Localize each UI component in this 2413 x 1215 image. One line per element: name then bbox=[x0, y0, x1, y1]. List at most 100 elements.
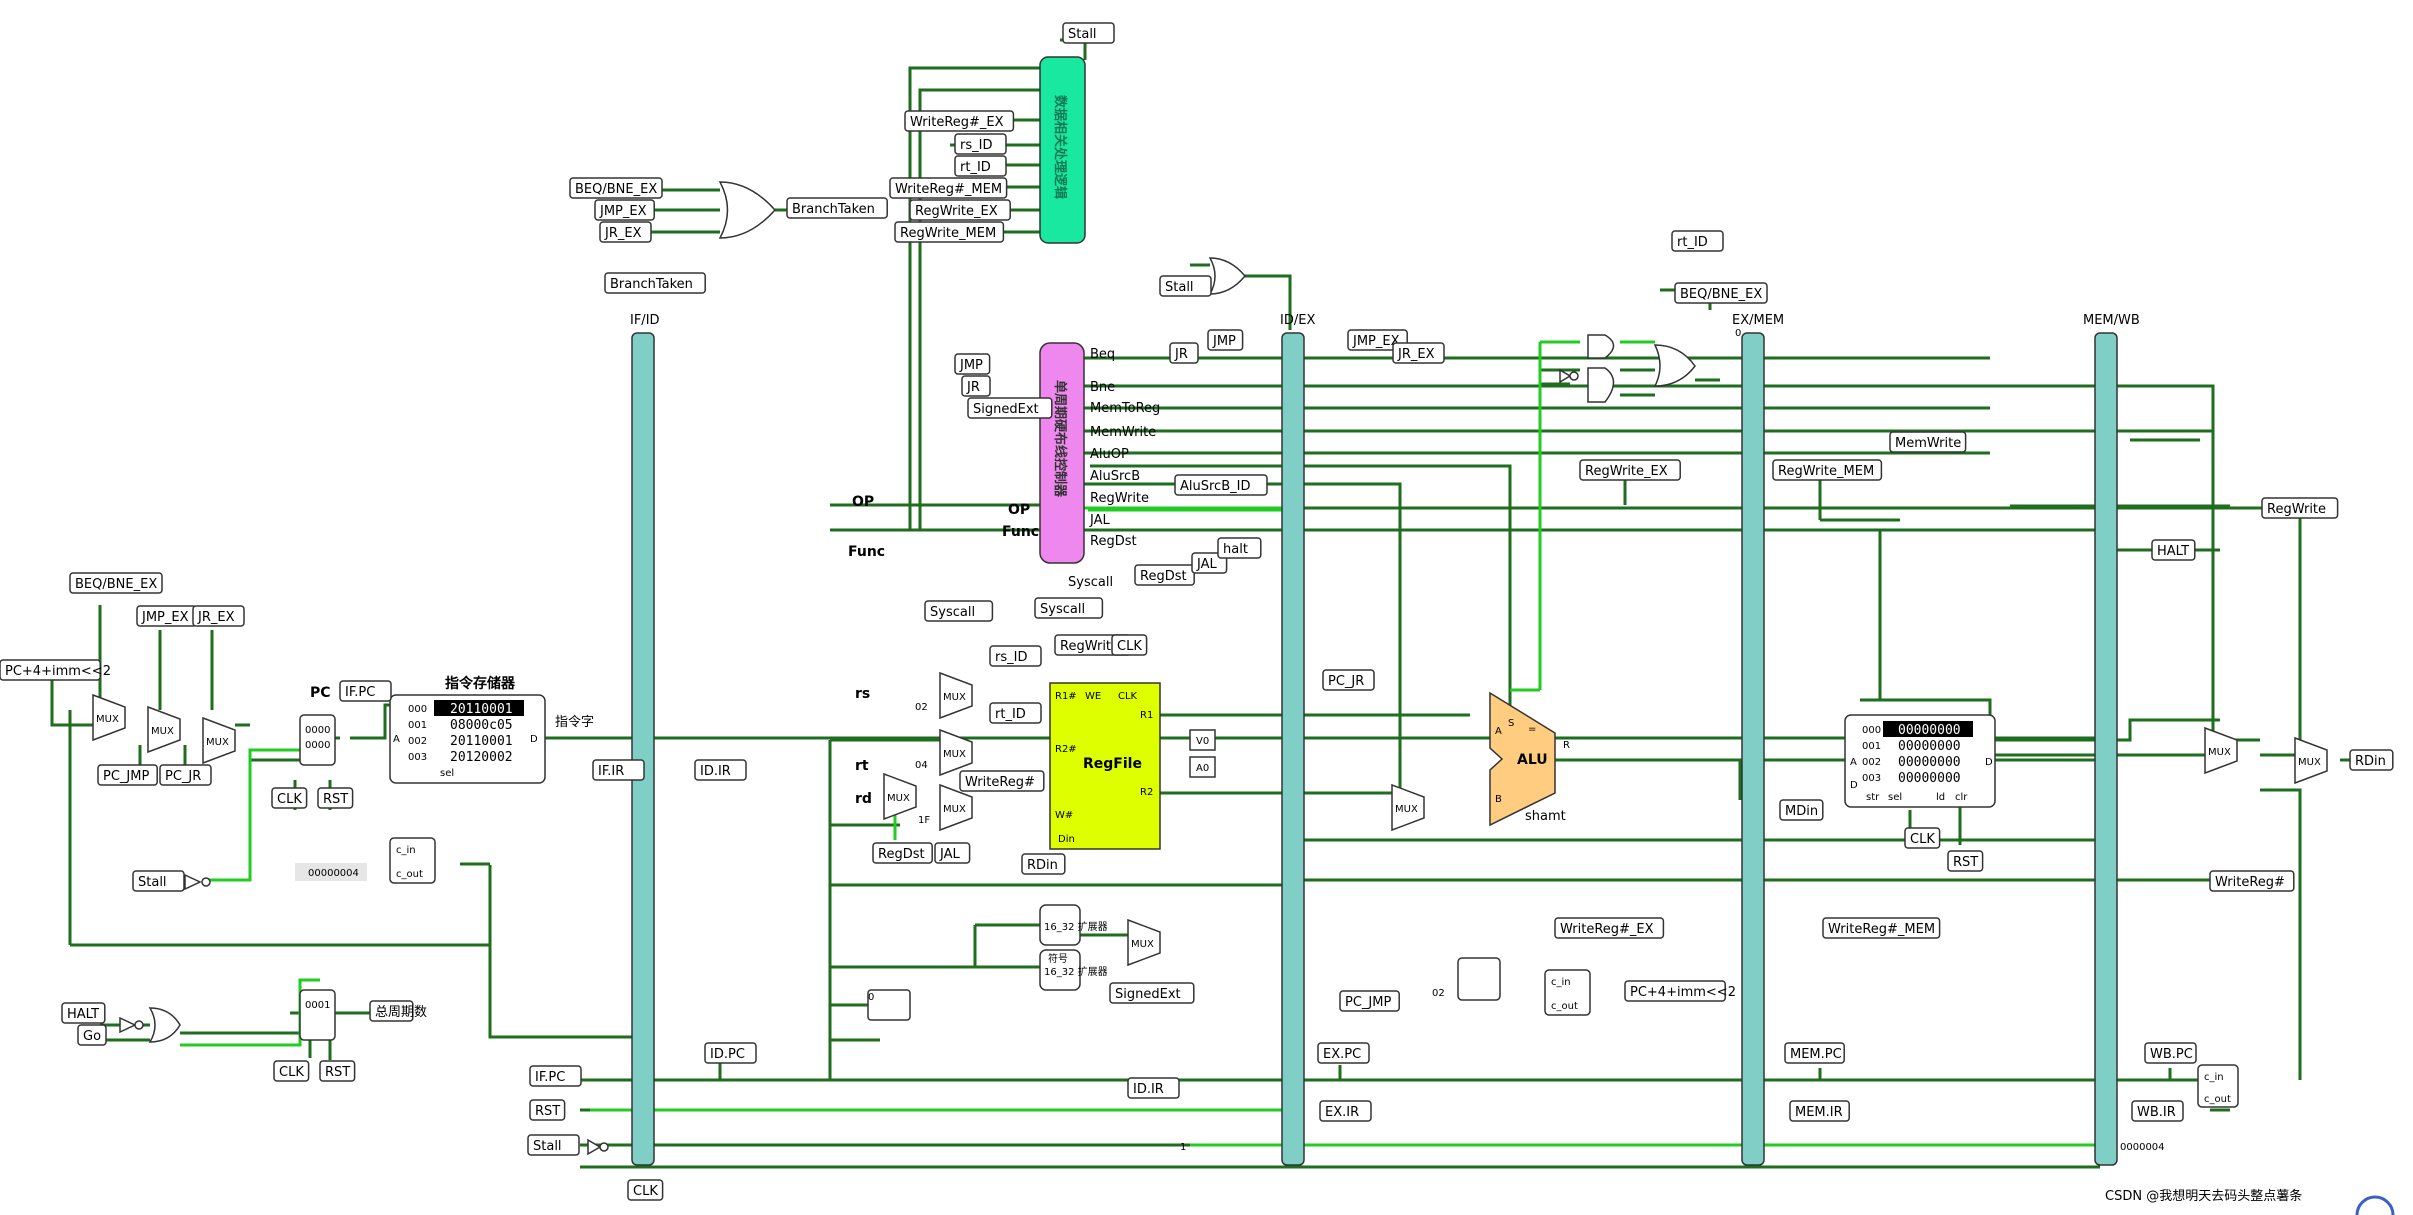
regfile-clk: CLK bbox=[1118, 691, 1138, 702]
tag-text-writereg: WriteReg# bbox=[965, 775, 1035, 790]
tag-id-pc: ID.PC bbox=[704, 1042, 757, 1064]
tag-clk-l: CLK bbox=[271, 787, 308, 809]
tag-jr-ex: JR_EX bbox=[599, 221, 652, 243]
tag-clk-m: CLK bbox=[1904, 827, 1941, 849]
data-memory: 000 001 002 003 00000000 00000000 000000… bbox=[1844, 714, 1996, 808]
tag-text-id-ir2: ID.IR bbox=[1133, 1082, 1164, 1097]
alu-r: R bbox=[1563, 740, 1570, 751]
tag-jmp2: JMP bbox=[1207, 329, 1244, 351]
mux-rs bbox=[939, 671, 973, 720]
tag-text-regwrite-out: RegWrite bbox=[2267, 502, 2326, 517]
tag-stall-b: Stall bbox=[527, 1134, 580, 1156]
tag-halt-small: halt bbox=[1217, 537, 1262, 559]
active-wires bbox=[180, 340, 2100, 1147]
tag-clk: CLK bbox=[1111, 634, 1148, 656]
ex-mem-register bbox=[1741, 332, 1765, 1166]
tag-text-rt-id: rt_ID bbox=[960, 160, 991, 175]
ctrl-out-beq: Beq bbox=[1090, 347, 1115, 362]
tag-syscall2: Syscall bbox=[1034, 597, 1104, 619]
tag-jal: JAL bbox=[1191, 552, 1228, 574]
tag-beq-bne-ex2: BEQ/BNE_EX bbox=[1674, 282, 1768, 304]
instruction-memory: 指令存储器 000 001 002 003 20110001 08000c05 … bbox=[389, 675, 594, 784]
tag-stall-l: Stall bbox=[132, 870, 185, 892]
tag-text-jal: JAL bbox=[1196, 557, 1217, 572]
tag-if-pc2: IF.PC bbox=[529, 1065, 582, 1087]
tag-text-memwrite: MemWrite bbox=[1895, 436, 1961, 451]
tag-text-regdst2: RegDst bbox=[878, 847, 925, 862]
regfile-label: RegFile bbox=[1083, 756, 1142, 772]
ex-mem-label: EX/MEM bbox=[1732, 313, 1784, 328]
cycle-value: 0001 bbox=[305, 1000, 330, 1011]
tag-clk-l2: CLK bbox=[273, 1060, 310, 1082]
tag-text-stall-l: Stall bbox=[138, 875, 167, 890]
tag-text-pc-jr: PC_JR bbox=[1328, 674, 1364, 689]
dmem-clr: clr bbox=[1955, 792, 1968, 803]
tag-text-jmp2: JMP bbox=[1212, 334, 1236, 349]
tag-rdin2: RDin bbox=[2349, 749, 2394, 771]
tag-text-clk-m: CLK bbox=[1910, 832, 1935, 847]
tag-rst-b: RST bbox=[529, 1099, 566, 1121]
ctrl-out-regwrite: RegWrite bbox=[1090, 491, 1149, 506]
tag-id-ir2: ID.IR bbox=[1127, 1077, 1180, 1099]
tag-text-clk: CLK bbox=[1117, 639, 1142, 654]
dmem-addr-1: 001 bbox=[1862, 741, 1881, 752]
tag-signedext: SignedExt bbox=[967, 397, 1053, 419]
tag-go-l: Go bbox=[77, 1024, 107, 1046]
or-gate-branch bbox=[1653, 344, 1696, 387]
regfile-we: WE bbox=[1085, 691, 1101, 702]
tag-writereg-ex2: WriteReg#_EX bbox=[1554, 917, 1665, 939]
tag-text-id-ir: ID.IR bbox=[700, 764, 731, 779]
tunnel-tags: StallWriteReg#_EXrs_IDrt_IDWriteReg#_MEM… bbox=[0, 22, 2394, 1201]
imem-addr-3: 003 bbox=[408, 752, 427, 763]
tag-text-writereg-out: WriteReg# bbox=[2215, 875, 2285, 890]
tag-text-writereg-mem2: WriteReg#_MEM bbox=[1828, 922, 1935, 937]
and-gate-1 bbox=[1587, 334, 1615, 359]
tag-text-beq-bne-ex2: BEQ/BNE_EX bbox=[1680, 287, 1762, 302]
branch-adder-cin: c_in bbox=[1551, 977, 1571, 988]
tag-text-jmp: JMP bbox=[959, 358, 983, 373]
tag-regdst2: RegDst bbox=[872, 842, 933, 864]
not-gate-stall-bottom bbox=[587, 1138, 602, 1156]
ctrl-out-memwrite: MemWrite bbox=[1090, 425, 1156, 440]
ctrl-in-func: Func bbox=[1002, 524, 1039, 540]
tag-rs-id: rs_ID bbox=[954, 133, 1007, 155]
tag-text-if-pc2: IF.PC bbox=[535, 1070, 565, 1085]
dmem-val-2: 00000000 bbox=[1898, 755, 1961, 770]
tag-writereg-mem: WriteReg#_MEM bbox=[889, 177, 1008, 199]
ext-2-sign: 符号 bbox=[1048, 952, 1068, 965]
inst-mem-title: 指令存储器 bbox=[445, 675, 516, 692]
mux-label-wb-1: MUX bbox=[2208, 747, 2231, 758]
tag-text-writereg-ex: WriteReg#_EX bbox=[910, 115, 1004, 130]
branch-adder-cout: c_out bbox=[1551, 1001, 1578, 1012]
tag-beq-bne-ex: BEQ/BNE_EX bbox=[569, 177, 663, 199]
tag-text-pc-jmp-l: PC_JMP bbox=[103, 769, 149, 784]
regfile: RegFile R1# WE CLK R2# W# Din R1 R2 bbox=[1049, 682, 1161, 850]
not-gate-branch bbox=[1559, 368, 1572, 384]
regfile-r2: R2 bbox=[1140, 787, 1153, 798]
wb-adder-cin: c_in bbox=[2204, 1072, 2224, 1083]
pc-label: PC bbox=[310, 685, 331, 701]
tag-text-if-pc-top: IF.PC bbox=[345, 685, 375, 700]
id-ex-label: ID/EX bbox=[1280, 313, 1315, 328]
dmem-val-3: 00000000 bbox=[1898, 771, 1961, 786]
tag-text-rst-m: RST bbox=[1953, 855, 1978, 870]
mux-if-2 bbox=[147, 705, 181, 754]
imem-d: D bbox=[530, 734, 538, 745]
tag-text-pc-jmp: PC_JMP bbox=[1345, 995, 1391, 1010]
tag-jal2: JAL bbox=[934, 842, 971, 864]
op-label: OP bbox=[852, 494, 874, 510]
tag-memwrite: MemWrite bbox=[1889, 431, 1967, 453]
tag-id-ir: ID.IR bbox=[694, 759, 747, 781]
ext-unit-1 bbox=[1039, 904, 1081, 946]
mux-label-if-2: MUX bbox=[151, 726, 174, 737]
dmem-addr-2: 002 bbox=[1862, 757, 1881, 768]
const-0b: 0 bbox=[1735, 328, 1741, 339]
regfile-r1n: R1# bbox=[1055, 691, 1077, 702]
regfile-wn: W# bbox=[1055, 810, 1073, 821]
tag-pc4imm-l: PC+4+imm<<2 bbox=[0, 659, 111, 681]
ctrl-out-aluop: AluOP bbox=[1090, 447, 1129, 462]
tag-text-clk-l: CLK bbox=[277, 792, 302, 807]
tag-text-pc4imm-l: PC+4+imm<<2 bbox=[5, 664, 111, 679]
alu-label: ALU bbox=[1517, 752, 1548, 768]
tag-text-writereg-mem: WriteReg#_MEM bbox=[895, 182, 1002, 197]
